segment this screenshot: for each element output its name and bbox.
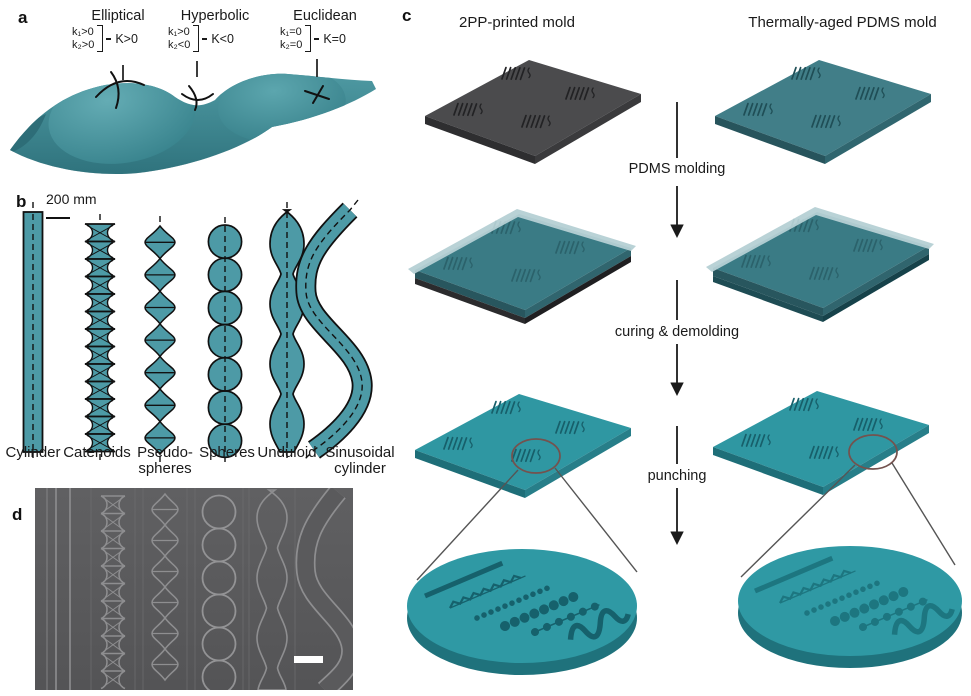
- shape-sinusoidal-cylinder: [295, 199, 373, 461]
- bracket-icon: [193, 25, 200, 52]
- thermally-aged-pdms-mold: [715, 60, 931, 164]
- fiber-shapes-diagram: [22, 199, 373, 462]
- fabrication-process-diagram: [407, 40, 962, 675]
- demolded-pdms-right: [713, 391, 929, 495]
- label-catenoids: Catenoids: [63, 444, 131, 461]
- gauss-curvature: K=0: [323, 31, 346, 46]
- zoom-leader-lines: [416, 462, 956, 581]
- step-punching: punching: [647, 468, 707, 484]
- bracket-icon: [305, 25, 312, 52]
- panel-b-letter: b: [16, 192, 27, 211]
- panel-c-letter: c: [402, 6, 412, 25]
- sem-spheres-channel: [201, 494, 237, 690]
- curvature-title: Euclidean: [293, 8, 357, 24]
- punched-disc-right: [738, 546, 962, 668]
- curved-surface-illustration: [10, 59, 376, 175]
- sem-scale-bar: [294, 656, 323, 663]
- label-pseudospheres: Pseudo-spheres: [137, 444, 193, 477]
- pdms-on-aged-mold: [706, 207, 934, 322]
- bracket-dash: [106, 37, 112, 40]
- zoom-circle-left: [511, 438, 561, 474]
- label-unduloid: Unduloid: [257, 444, 317, 461]
- sem-unduloid-channel: [256, 489, 288, 690]
- shape-catenoids: [84, 214, 116, 460]
- header-2pp-mold: 2PP-printed mold: [459, 14, 575, 31]
- curvature-title: Elliptical: [91, 8, 145, 24]
- leader-ticks: [122, 59, 318, 80]
- sem-sinusoid-channel: [295, 488, 353, 690]
- curvature-title: Hyperbolic: [180, 8, 250, 24]
- punched-disc-left: [407, 549, 637, 675]
- curvature-cross-marks: [95, 71, 330, 111]
- bracket-dash: [202, 37, 208, 40]
- label-cylinder: Cylinder: [5, 444, 61, 461]
- gauss-curvature: K<0: [211, 31, 234, 46]
- shape-cylinder: [22, 202, 44, 460]
- shape-spheres: [207, 217, 243, 462]
- bracket-dash: [314, 37, 320, 40]
- bracket-icon: [97, 25, 104, 52]
- pdms-on-2pp-mold: [408, 209, 636, 324]
- panel-a-letter: a: [18, 8, 28, 27]
- zoom-circle-right: [848, 434, 898, 470]
- shape-unduloid: [269, 202, 305, 460]
- panel-d-letter: d: [12, 505, 23, 524]
- step-curing-demolding: curing & demolding: [614, 324, 740, 340]
- gauss-curvature: K>0: [115, 31, 138, 46]
- header-aged-pdms-mold: Thermally-aged PDMS mold: [748, 14, 937, 31]
- sem-micrograph: [35, 488, 353, 690]
- shape-pseudospheres: [144, 216, 176, 462]
- label-spheres: Spheres: [199, 444, 255, 461]
- scale-bar-label: 200 mm: [46, 191, 97, 207]
- sem-cylinder-channel: [46, 488, 71, 690]
- step-pdms-molding: PDMS molding: [628, 161, 726, 177]
- demolded-pdms-left: [415, 394, 631, 498]
- 2pp-printed-mold: [425, 60, 641, 164]
